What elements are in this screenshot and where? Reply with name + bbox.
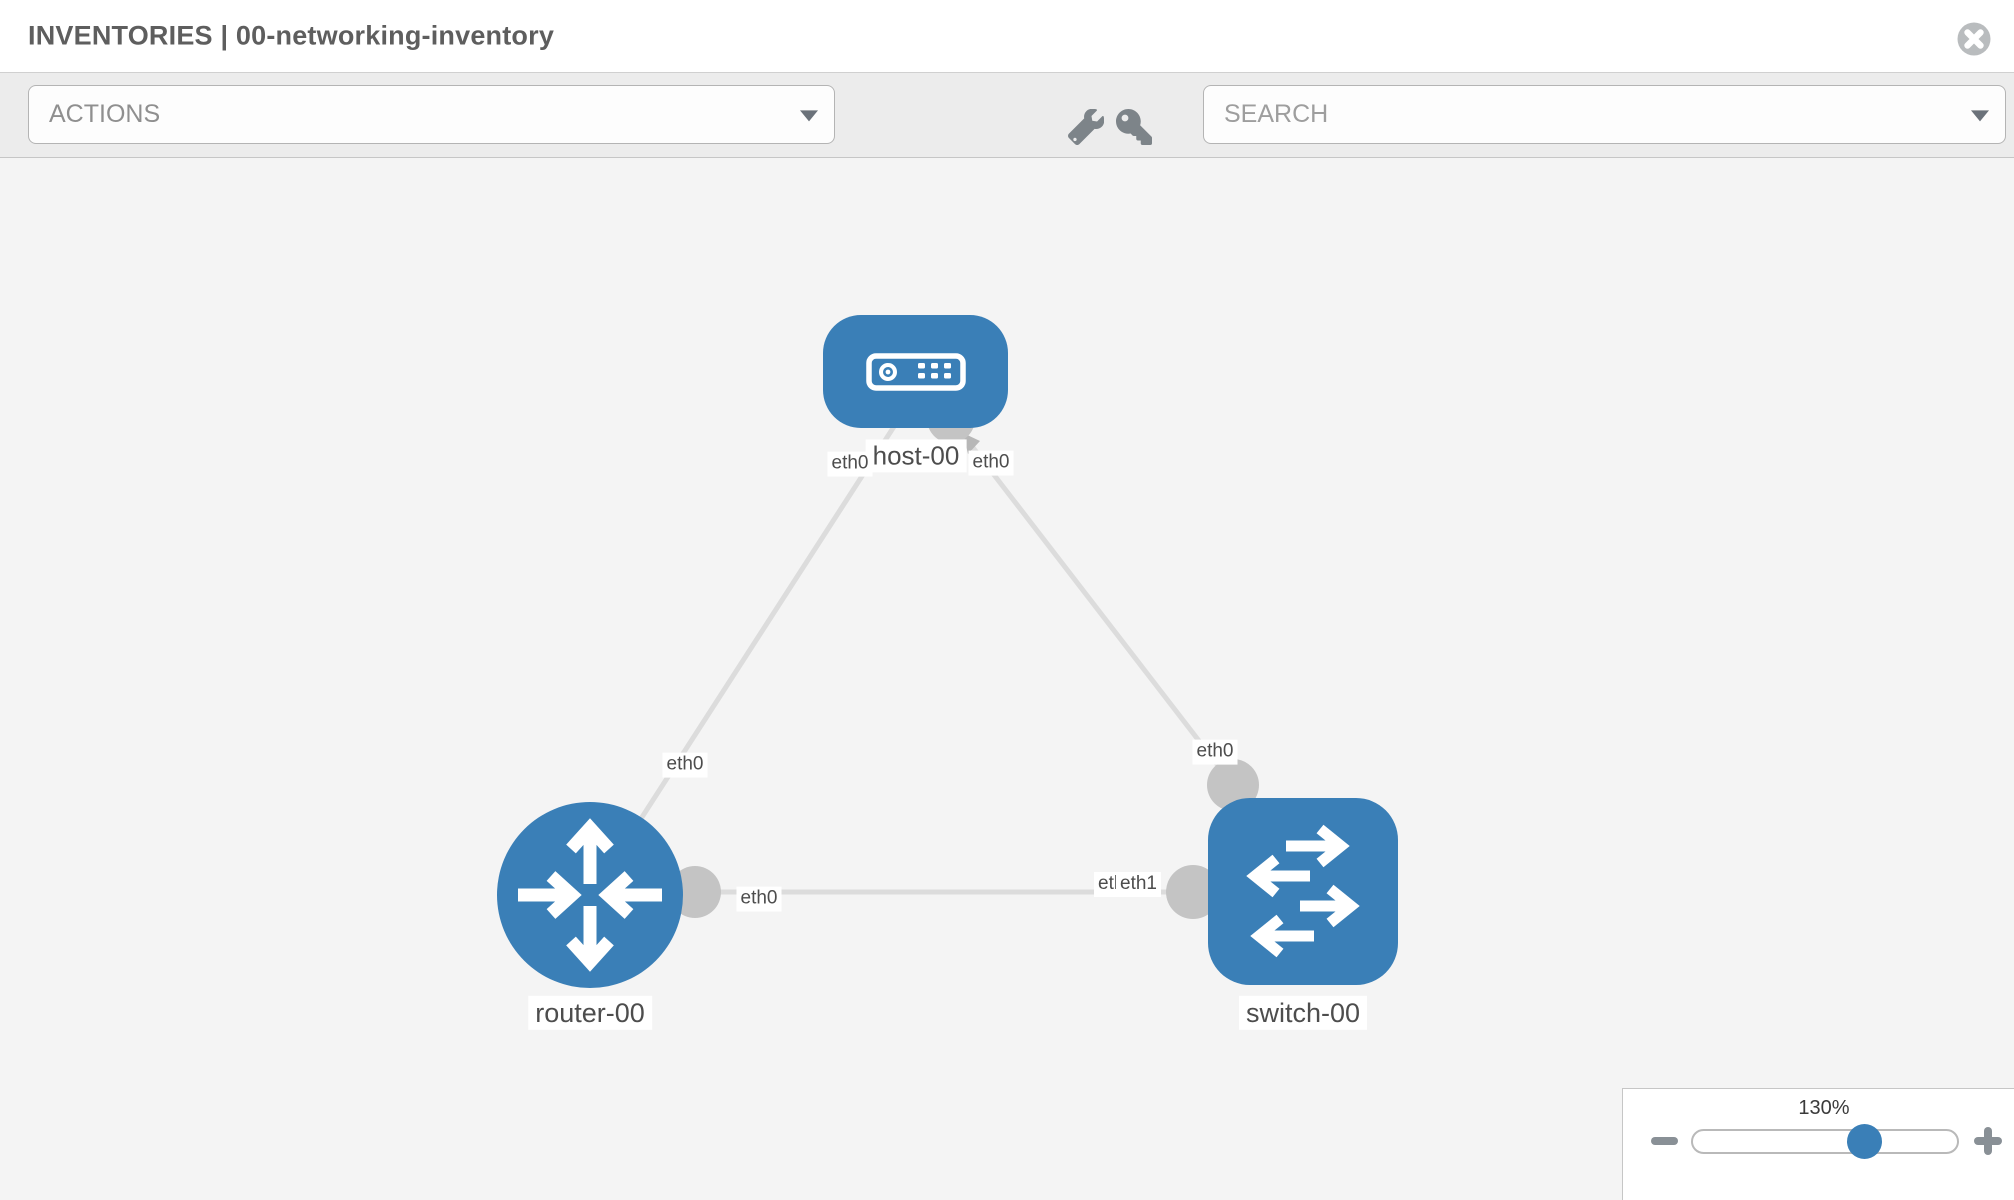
node-switch[interactable] <box>1208 798 1398 985</box>
zoom-panel: 130% <box>1622 1088 2014 1200</box>
actions-dropdown-label: ACTIONS <box>49 100 161 128</box>
interface-dot-switch-eth1 <box>1166 865 1220 919</box>
zoom-slider-handle[interactable] <box>1847 1124 1882 1159</box>
zoom-out-button[interactable] <box>1651 1137 1678 1145</box>
node-host[interactable] <box>823 315 1008 428</box>
host-icon <box>866 353 966 391</box>
zoom-in-button[interactable] <box>1974 1127 2002 1155</box>
toolbar: ACTIONS SEARCH <box>0 73 2014 158</box>
header-bar: INVENTORIES | 00-networking-inventory <box>0 0 2014 73</box>
close-button[interactable] <box>1956 21 1992 57</box>
interface-label-router-eth0-top: eth0 <box>662 752 708 778</box>
page-title: INVENTORIES | 00-networking-inventory <box>28 20 555 51</box>
node-label-switch: switch-00 <box>1238 995 1368 1031</box>
topology-graph <box>497 315 1398 988</box>
interface-label-host-eth0-right: eth0 <box>968 450 1014 476</box>
zoom-level-label: 130% <box>1798 1097 1850 1119</box>
close-icon <box>1956 22 1992 60</box>
router-icon <box>518 818 662 972</box>
link-host-switch[interactable] <box>949 417 1235 787</box>
tools-button[interactable] <box>1066 107 1106 147</box>
interface-label-switch-eth0-top: eth0 <box>1192 739 1238 765</box>
network-canvas[interactable]: host-00 router-00 switch-00 eth0 eth0 et… <box>0 158 2014 1200</box>
interface-label-switch-eth1: eth1 <box>1116 872 1161 897</box>
link-host-router[interactable] <box>601 423 898 878</box>
chevron-down-icon <box>1971 109 1989 121</box>
zoom-slider-track[interactable] <box>1691 1129 1959 1154</box>
key-button[interactable] <box>1114 107 1154 147</box>
actions-dropdown[interactable]: ACTIONS <box>28 85 835 144</box>
switch-icon <box>1246 824 1360 958</box>
node-router[interactable] <box>497 802 683 988</box>
interface-label-router-eth0-right: eth0 <box>736 886 782 912</box>
key-icon <box>1114 109 1154 145</box>
link-arrowhead <box>963 433 980 454</box>
wrench-icon <box>1066 109 1106 145</box>
node-label-host: host-00 <box>865 439 967 473</box>
chevron-down-icon <box>800 109 818 121</box>
search-dropdown[interactable]: SEARCH <box>1203 85 2006 144</box>
interface-dot-switch-eth0 <box>1207 759 1259 811</box>
interface-label-host-eth0-left: eth0 <box>827 451 873 477</box>
node-label-router: router-00 <box>528 995 652 1031</box>
search-dropdown-label: SEARCH <box>1224 100 1329 128</box>
